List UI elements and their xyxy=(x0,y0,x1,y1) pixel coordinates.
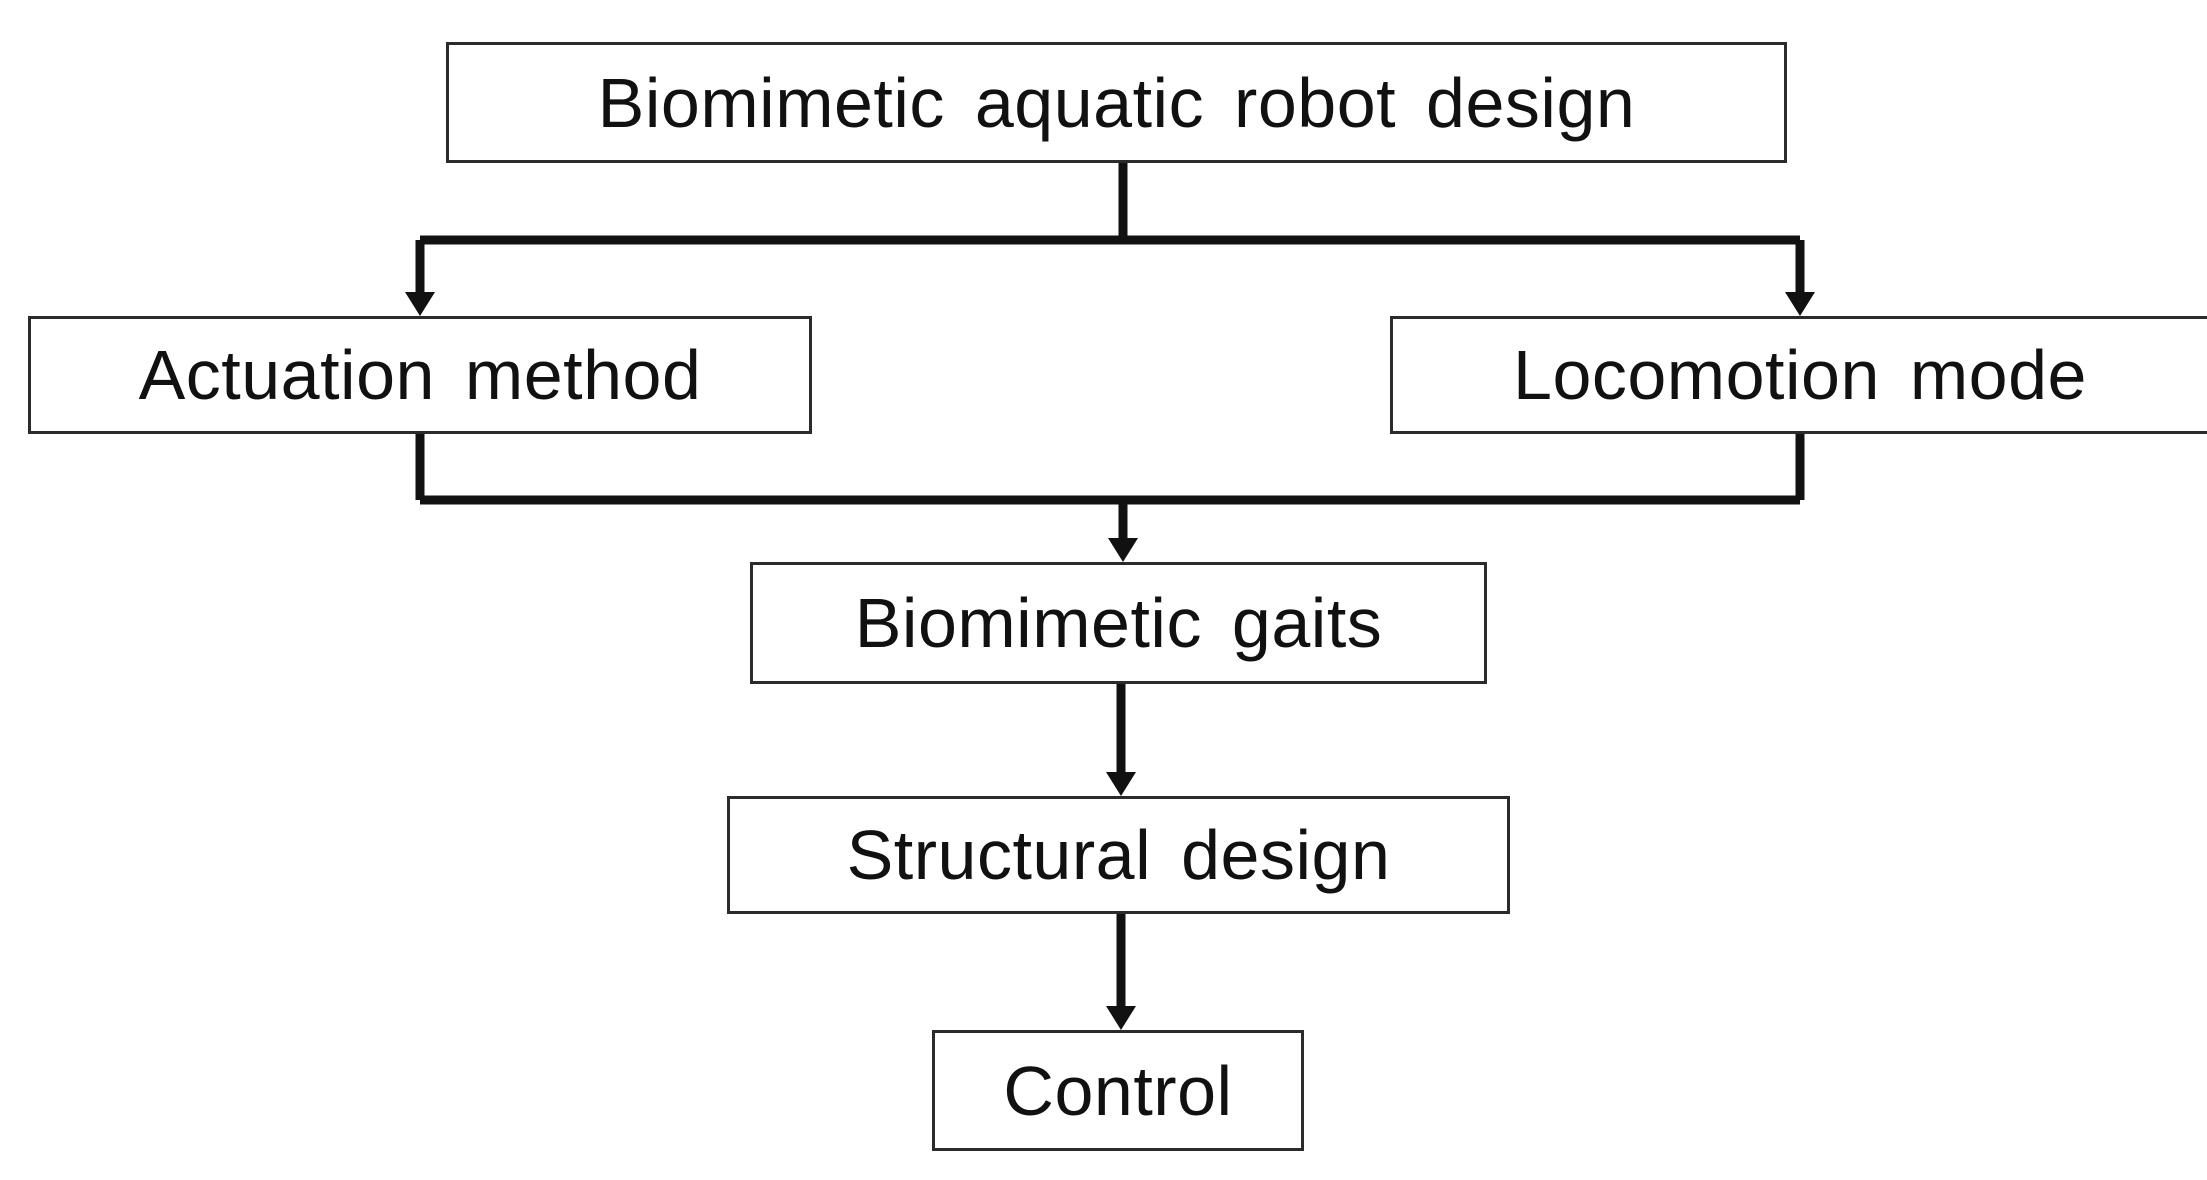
arrowhead-control xyxy=(1106,1006,1136,1030)
node-label: Biomimetic aquatic robot design xyxy=(597,63,1636,142)
arrowhead-gaits xyxy=(1108,538,1138,562)
arrowhead-locomotion xyxy=(1785,292,1815,316)
node-biomimetic-aquatic-robot-design: Biomimetic aquatic robot design xyxy=(446,42,1787,163)
node-label: Actuation method xyxy=(138,336,702,414)
node-biomimetic-gaits: Biomimetic gaits xyxy=(750,562,1487,684)
node-actuation-method: Actuation method xyxy=(28,316,812,434)
node-label: Control xyxy=(1003,1051,1233,1130)
node-label: Structural design xyxy=(846,816,1391,894)
node-structural-design: Structural design xyxy=(727,796,1510,914)
arrowhead-structural xyxy=(1106,772,1136,796)
node-control: Control xyxy=(932,1030,1304,1151)
node-label: Locomotion mode xyxy=(1513,336,2087,414)
node-locomotion-mode: Locomotion mode xyxy=(1390,316,2207,434)
node-label: Biomimetic gaits xyxy=(854,584,1383,662)
arrowhead-actuation xyxy=(405,292,435,316)
